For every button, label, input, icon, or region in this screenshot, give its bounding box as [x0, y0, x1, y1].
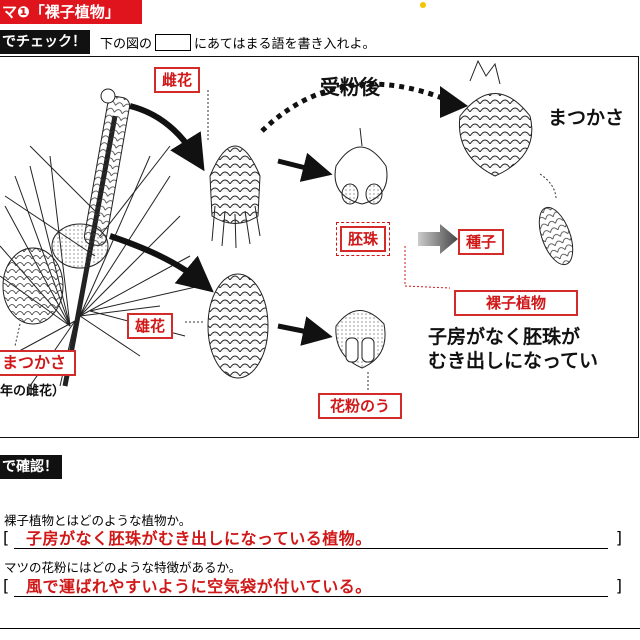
gymnosperm-desc-line2: むき出しになってい	[428, 350, 599, 372]
question-1: 裸子植物とはどのような植物か。	[4, 513, 192, 528]
underline-2	[14, 596, 608, 597]
underline-1	[14, 548, 608, 549]
bracket-close-icon: ]	[615, 528, 622, 547]
answer-line-1: [ 子房がなく胚珠がむき出しになっている植物。 ]	[0, 527, 630, 549]
bottom-divider	[0, 628, 640, 629]
ovule-label-frame: 胚珠	[336, 222, 391, 256]
answer-2: 風で運ばれやすいように空気袋が付いている。	[26, 577, 372, 596]
question-2: マツの花粉にはどのような特徴があるか。	[4, 560, 242, 575]
label-after-pollination: 受粉後	[320, 75, 380, 99]
check-section-bar: でチェック！	[0, 30, 90, 54]
male-cluster-icon	[51, 223, 109, 269]
label-pine-cone-left: まつかさ	[0, 350, 77, 376]
confirm-section-bar: で確認！	[0, 455, 62, 479]
shoot-icon	[83, 95, 131, 247]
label-female-flower: 雌花	[154, 67, 201, 93]
label-pine-cone-left-note: 年の雌花）	[0, 384, 66, 399]
female-flower-icon	[209, 145, 261, 249]
arrow-to-female-icon	[129, 103, 205, 172]
bracket-open-icon: [	[3, 528, 10, 547]
pine-cone-left-icon	[2, 247, 64, 325]
bracket-open-icon: [	[3, 576, 10, 595]
sun-icon	[420, 2, 426, 8]
instruction-after: にあてはまる語を書き入れよ。	[194, 37, 376, 52]
instruction-text: 下の図の にあてはまる語を書き入れよ。	[100, 33, 376, 52]
arrow-to-pollen-icon	[277, 316, 333, 346]
seed-icon	[538, 206, 574, 266]
ovule-scale-icon	[334, 127, 388, 205]
blank-box-icon	[155, 34, 192, 51]
gymnosperm-desc-line1: 子房がなく胚珠が	[428, 326, 581, 348]
label-ovule: 胚珠	[340, 226, 387, 252]
bud-icon	[100, 88, 116, 104]
male-flower-icon	[207, 273, 269, 379]
pollination-arc-icon	[260, 81, 451, 133]
ovule-to-seed-arrow-icon	[418, 224, 458, 254]
pine-cone-top-icon	[458, 59, 533, 177]
arrow-to-male-icon	[109, 233, 214, 293]
label-gymnosperm: 裸子植物	[454, 290, 579, 316]
pollination-arrowhead-icon	[440, 86, 468, 118]
diagram-panel	[0, 56, 639, 438]
label-seed: 種子	[458, 229, 505, 255]
label-pollen-sac: 花粉のう	[318, 393, 403, 419]
theme-title-bar: マ❶「裸子植物」	[0, 0, 142, 24]
pollen-sac-icon	[335, 310, 386, 369]
label-male-flower: 雄花	[127, 313, 174, 339]
label-pine-cone-top: まつかさ	[548, 107, 625, 129]
pine-diagram	[0, 59, 574, 390]
answer-1: 子房がなく胚珠がむき出しになっている植物。	[26, 529, 372, 548]
answer-line-2: [ 風で運ばれやすいように空気袋が付いている。 ]	[0, 575, 630, 597]
bracket-close-icon: ]	[615, 576, 622, 595]
instruction-before: 下の図の	[100, 37, 153, 52]
arrow-to-ovule-icon	[277, 152, 333, 182]
